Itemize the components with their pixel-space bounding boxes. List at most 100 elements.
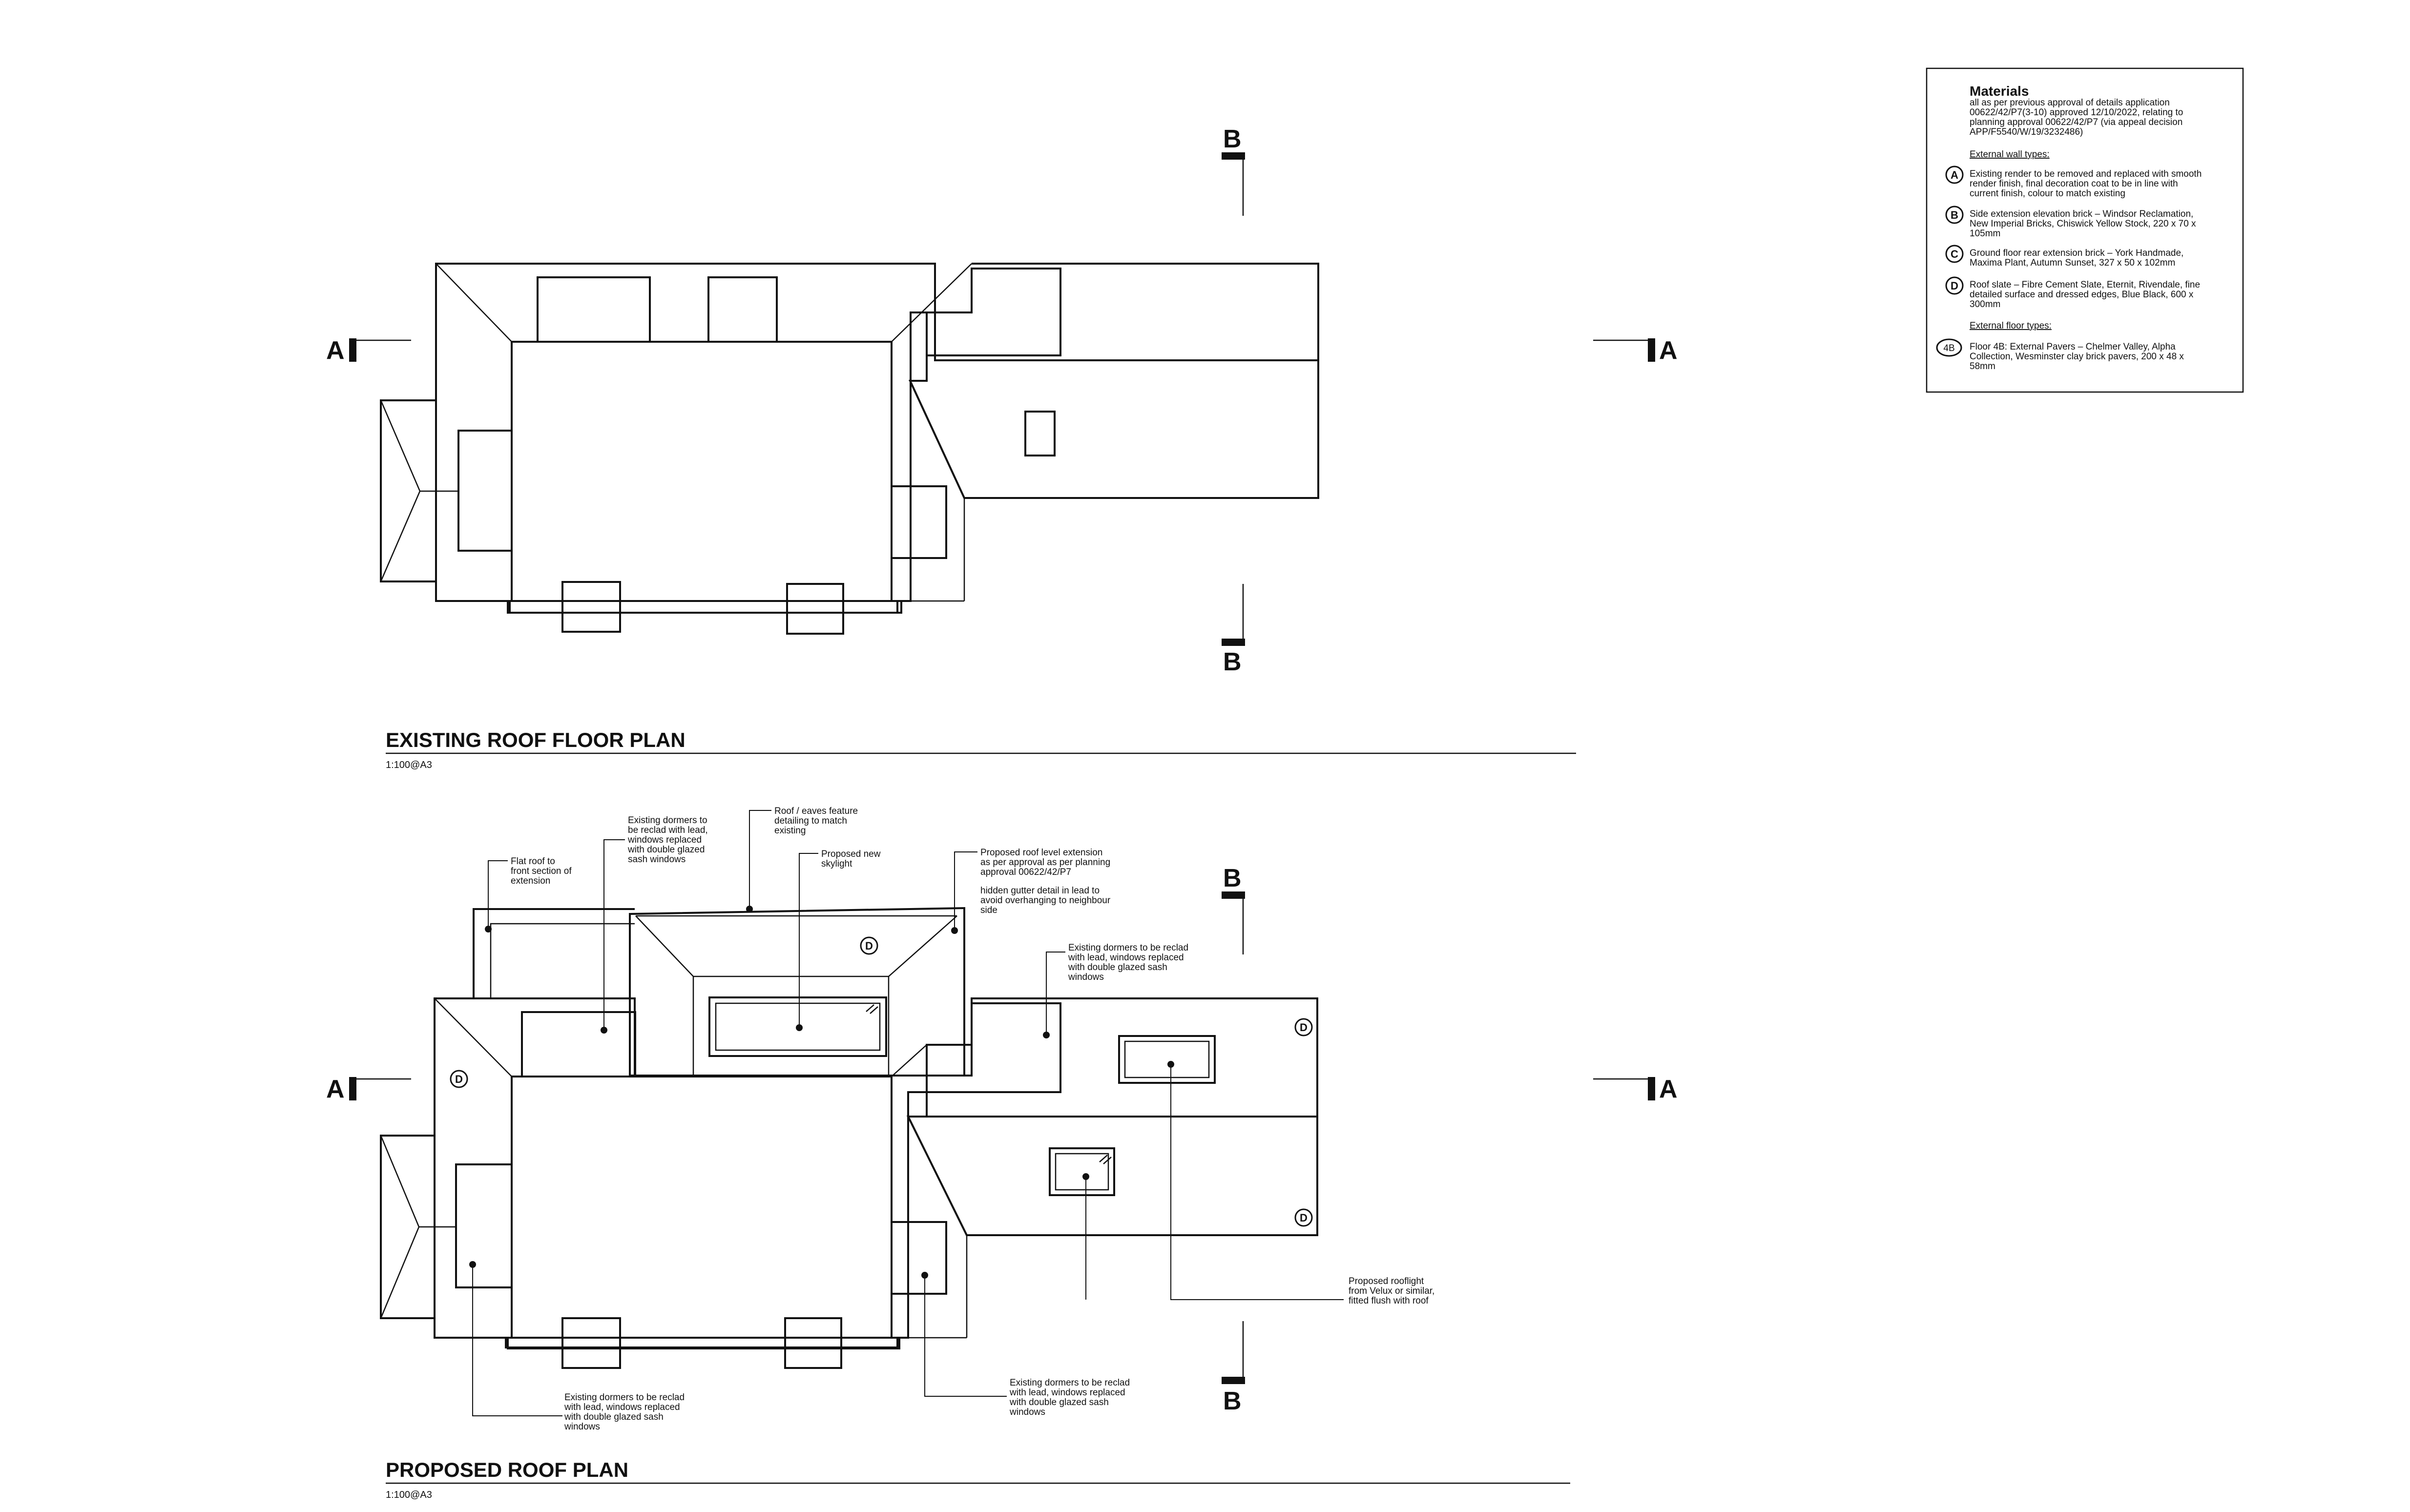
section-label-b-top-proposed: B xyxy=(1223,864,1242,892)
existing-rear-box xyxy=(926,268,1061,356)
svg-text:Proposed new: Proposed new xyxy=(821,849,881,859)
materials-legend: Materials all as per previous approval o… xyxy=(1926,67,2244,393)
svg-text:skylight: skylight xyxy=(821,859,852,869)
existing-skylight xyxy=(1024,411,1056,456)
material-item-c: C Ground floor rear extension brick – Yo… xyxy=(1945,245,2183,268)
section-label-a-left: A xyxy=(326,336,345,365)
svg-text:windows: windows xyxy=(1009,1407,1045,1417)
svg-text:existing: existing xyxy=(774,826,806,836)
svg-text:be reclad with lead,: be reclad with lead, xyxy=(628,825,708,835)
svg-text:Ground floor rear extension br: Ground floor rear extension brick – York… xyxy=(1970,248,2183,258)
proposed-roof-plan: D D D D xyxy=(380,907,1318,1369)
section-label-a-right: A xyxy=(1659,336,1678,365)
svg-text:with double glazed sash: with double glazed sash xyxy=(564,1412,664,1422)
annotation-leaders xyxy=(469,810,1344,1416)
svg-text:D: D xyxy=(1300,1021,1308,1034)
section-label-a-left-proposed: A xyxy=(326,1075,345,1103)
svg-text:Roof / eaves feature: Roof / eaves feature xyxy=(774,806,858,816)
svg-text:from Velux or similar,: from Velux or similar, xyxy=(1349,1286,1434,1296)
existing-dormer-top-1 xyxy=(537,276,651,343)
svg-text:windows: windows xyxy=(1068,972,1104,982)
svg-text:windows: windows xyxy=(564,1422,600,1432)
existing-main-roof xyxy=(511,341,893,602)
svg-text:105mm: 105mm xyxy=(1970,228,2000,239)
annotation-dormers-right: Existing dormers to be reclad with lead,… xyxy=(1068,943,1188,982)
roof-tag-d-1: D xyxy=(860,936,878,955)
svg-text:windows replaced: windows replaced xyxy=(627,835,702,845)
proposed-roof-extension xyxy=(629,907,965,1077)
section-label-b-bottom-proposed: B xyxy=(1223,1387,1242,1415)
annotation-rooflight: Proposed rooflight from Velux or similar… xyxy=(1349,1276,1434,1306)
svg-text:Existing render to be removed: Existing render to be removed and replac… xyxy=(1970,169,2202,179)
existing-front-gutter xyxy=(509,600,902,614)
material-item-d: D Roof slate – Fibre Cement Slate, Etern… xyxy=(1945,276,2200,310)
existing-dormer-right xyxy=(891,485,947,559)
svg-text:D: D xyxy=(865,940,873,952)
svg-text:Existing dormers to be reclad: Existing dormers to be reclad xyxy=(564,1392,685,1403)
existing-plan-scale: 1:100@A3 xyxy=(386,760,432,770)
svg-text:D: D xyxy=(1300,1212,1308,1224)
svg-text:with lead, windows replaced: with lead, windows replaced xyxy=(1068,953,1184,963)
svg-text:planning approval 00622/42/P7: planning approval 00622/42/P7 (via appea… xyxy=(1970,117,2182,127)
section-label-a-right-proposed: A xyxy=(1659,1075,1678,1103)
svg-text:4B: 4B xyxy=(1943,343,1954,353)
existing-dormer-left xyxy=(457,430,513,552)
svg-text:APP/F5540/W/19/3232486): APP/F5540/W/19/3232486) xyxy=(1970,127,2083,137)
roof-tag-d-2: D xyxy=(450,1070,468,1088)
svg-text:sash windows: sash windows xyxy=(628,854,686,865)
existing-front-bay-2 xyxy=(786,583,844,635)
proposed-left-bay xyxy=(380,1135,435,1319)
svg-text:with double glazed sash: with double glazed sash xyxy=(1068,962,1167,973)
svg-text:Maxima Plant, Autumn Sunset, 3: Maxima Plant, Autumn Sunset, 327 x 50 x … xyxy=(1970,258,2175,268)
annotation-skylight: Proposed new skylight xyxy=(821,849,881,869)
roof-tag-d-3: D xyxy=(1294,1018,1313,1036)
material-item-4b: 4B Floor 4B: External Pavers – Chelmer V… xyxy=(1936,338,2184,372)
svg-text:58mm: 58mm xyxy=(1970,361,1995,372)
proposed-dormer-left xyxy=(455,1163,513,1288)
proposed-plan-scale: 1:100@A3 xyxy=(386,1490,432,1500)
proposed-front-bay-2 xyxy=(784,1317,842,1369)
proposed-rooflight-upper xyxy=(1118,1035,1216,1084)
svg-text:Side extension elevation brick: Side extension elevation brick – Windsor… xyxy=(1970,209,2193,219)
existing-front-bay-1 xyxy=(561,581,621,633)
annotation-dormers-bottom-right: Existing dormers to be reclad with lead,… xyxy=(1009,1378,1130,1417)
svg-text:New Imperial Bricks, Chiswick: New Imperial Bricks, Chiswick Yellow Sto… xyxy=(1970,219,2196,229)
proposed-rear-box xyxy=(926,1002,1061,1093)
svg-text:avoid overhanging to neighbour: avoid overhanging to neighbour xyxy=(980,895,1111,906)
svg-text:as per approval as per plannin: as per approval as per planning xyxy=(980,857,1110,868)
material-item-a: A Existing render to be removed and repl… xyxy=(1945,166,2202,199)
svg-text:front section of: front section of xyxy=(511,866,572,876)
existing-section-markers: A A B B xyxy=(326,125,1678,676)
svg-text:detailed surface and dressed e: detailed surface and dressed edges, Blue… xyxy=(1970,290,2194,300)
wall-types-heading: External wall types: xyxy=(1970,149,2050,160)
proposed-plan-title: PROPOSED ROOF PLAN xyxy=(386,1458,628,1481)
proposed-section-markers: A A B B xyxy=(326,864,1678,1415)
svg-text:Roof slate – Fibre Cement Slat: Roof slate – Fibre Cement Slate, Eternit… xyxy=(1970,280,2200,290)
proposed-flat-roof-extension xyxy=(473,908,635,998)
roof-tag-d-4: D xyxy=(1294,1208,1313,1227)
svg-text:C: C xyxy=(1951,248,1958,260)
existing-dormer-top-2 xyxy=(707,276,778,343)
svg-text:current finish, colour to matc: current finish, colour to match existing xyxy=(1970,188,2125,199)
svg-text:00622/42/P7(3-10) approved 12/: 00622/42/P7(3-10) approved 12/10/2022, r… xyxy=(1970,107,2183,118)
svg-text:with double glazed sash: with double glazed sash xyxy=(1009,1397,1109,1408)
svg-text:with double glazed: with double glazed xyxy=(627,845,705,855)
svg-text:Proposed rooflight: Proposed rooflight xyxy=(1349,1276,1424,1286)
proposed-rooflight-lower xyxy=(1049,1147,1115,1196)
svg-text:D: D xyxy=(455,1073,463,1085)
proposed-front-gutter xyxy=(507,1337,900,1349)
svg-text:extension: extension xyxy=(511,876,550,886)
svg-text:Existing dormers to be reclad: Existing dormers to be reclad xyxy=(1010,1378,1130,1388)
proposed-dormer-top xyxy=(521,1011,636,1077)
materials-heading: Materials xyxy=(1970,83,2029,99)
proposed-front-bay-1 xyxy=(561,1317,621,1369)
existing-roof-outline xyxy=(435,263,1319,614)
proposed-main-roof xyxy=(511,1076,893,1339)
svg-text:Proposed roof level extension: Proposed roof level extension xyxy=(980,848,1102,858)
svg-text:Existing dormers to: Existing dormers to xyxy=(628,815,707,826)
svg-text:D: D xyxy=(1951,280,1958,292)
proposed-dormer-right xyxy=(891,1221,947,1295)
proposed-new-skylight xyxy=(708,996,887,1057)
svg-text:A: A xyxy=(1951,169,1958,181)
